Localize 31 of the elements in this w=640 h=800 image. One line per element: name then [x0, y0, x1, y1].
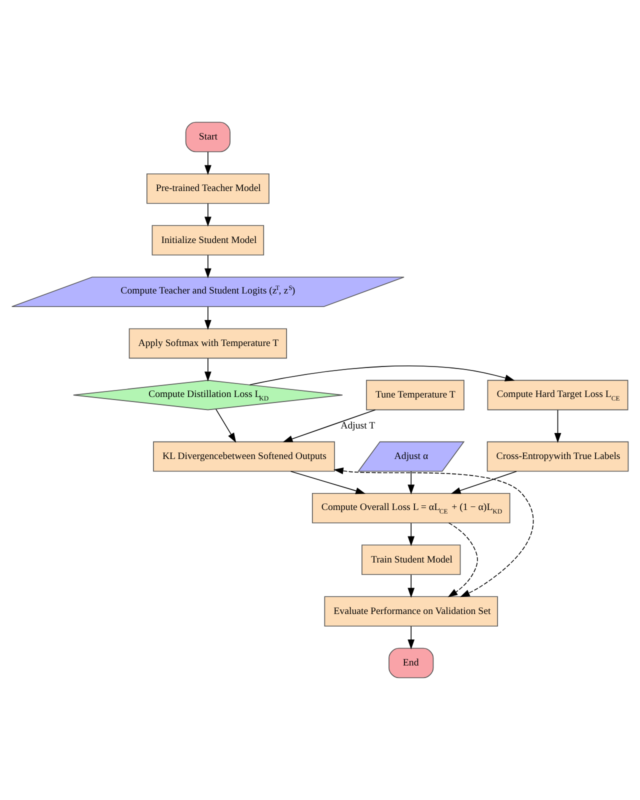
node-box: Compute Hard Target Loss L$_{CE}$ [487, 380, 628, 410]
node-box: End [388, 648, 434, 678]
arrow [408, 522, 415, 546]
arrow [204, 358, 212, 382]
node-box: KL Divergencebetween Softened Outputs [153, 441, 335, 472]
node-box: Initialize Student Model [152, 225, 264, 256]
node-box: Start [185, 122, 230, 152]
arrow [204, 254, 212, 278]
arrow [554, 410, 562, 443]
arrow [249, 365, 515, 386]
arrow [204, 152, 212, 175]
arrow [408, 574, 415, 598]
arrow [408, 471, 415, 495]
node-box: Train Student Model [362, 544, 461, 575]
arrow [204, 203, 212, 227]
arrow [290, 470, 366, 494]
arrow [204, 306, 212, 330]
arrow [216, 408, 236, 443]
node-box: Compute Overall Loss L = αL$_{CE}$ + (1 − α)L$_{KD}$ [312, 492, 510, 524]
node-box: Cross-Entropywith True Labels [486, 441, 629, 472]
arrow [450, 470, 517, 494]
arrow [448, 522, 478, 598]
node-diamond: Compute Distillation Loss L$_{KD}$ [73, 380, 343, 410]
arrow [282, 409, 376, 442]
node-box: Tune Temperature T [366, 380, 464, 410]
arrow [408, 626, 415, 650]
node-box: Apply Softmax with Temperature T [128, 328, 287, 359]
edge-label: Adjust T [340, 420, 376, 432]
node-box: Evaluate Performance on Validation Set [324, 596, 498, 627]
node-box: Pre-trained Teacher Model [146, 173, 270, 204]
arrow [333, 467, 534, 598]
